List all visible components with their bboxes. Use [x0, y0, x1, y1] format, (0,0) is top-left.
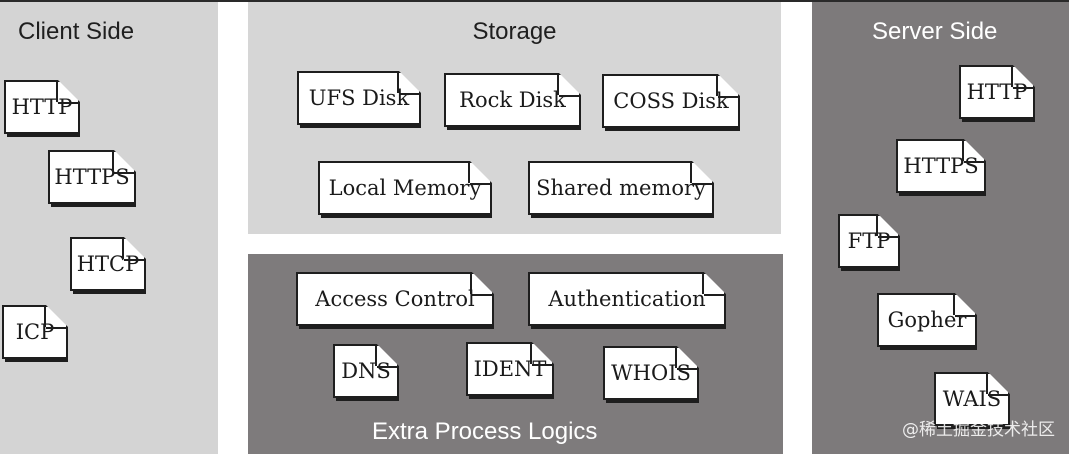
page-fold-icon	[557, 73, 559, 95]
page-fold-icon	[468, 161, 470, 183]
page-fold-icon	[716, 74, 718, 96]
client-side-panel: Client Side	[0, 2, 218, 454]
page-fold-icon	[702, 272, 704, 294]
page-fold-icon	[56, 80, 58, 102]
page-fold-icon	[675, 346, 677, 368]
storage-rock-disk-label: Rock Disk	[459, 88, 566, 112]
client-protocol-htcp-label: HTCP	[76, 252, 140, 276]
page-fold-icon	[690, 161, 692, 183]
server-protocol-gopher-document: Gopher	[877, 293, 977, 347]
top-border-line	[0, 0, 1069, 2]
extra-authentication-document: Authentication	[528, 272, 726, 326]
page-fold-icon	[122, 237, 124, 259]
storage-coss-disk-document: COSS Disk	[602, 74, 740, 128]
extra-process-logics-title: Extra Process Logics	[372, 418, 598, 445]
storage-shared-memory-document: Shared memory	[528, 161, 714, 215]
page-fold-icon	[530, 342, 532, 364]
server-protocol-http-label: HTTP	[966, 80, 1028, 104]
client-side-title: Client Side	[18, 18, 135, 45]
storage-ufs-disk-document: UFS Disk	[297, 71, 421, 125]
page-fold-icon	[986, 372, 988, 394]
client-protocol-https-document: HTTPS	[48, 150, 136, 204]
server-protocol-https-label: HTTPS	[903, 154, 979, 178]
page-fold-icon	[375, 344, 377, 366]
storage-title: Storage	[472, 18, 557, 45]
extra-ident-document: IDENT	[466, 342, 554, 396]
client-protocol-https-label: HTTPS	[54, 165, 130, 189]
page-fold-icon	[876, 214, 878, 236]
server-side-title: Server Side	[872, 18, 998, 45]
extra-access-control-document: Access Control	[296, 272, 494, 326]
storage-ufs-disk-label: UFS Disk	[308, 86, 410, 110]
page-fold-icon	[1011, 65, 1013, 87]
client-protocol-http-label: HTTP	[11, 95, 73, 119]
page-fold-icon	[953, 293, 955, 315]
extra-access-control-label: Access Control	[315, 287, 475, 311]
watermark-text: @稀土掘金技术社区	[902, 420, 1055, 440]
server-protocol-ftp-label: FTP	[847, 229, 891, 253]
extra-ident-label: IDENT	[473, 357, 547, 381]
extra-whois-label: WHOIS	[611, 361, 691, 385]
storage-rock-disk-document: Rock Disk	[444, 73, 581, 127]
server-protocol-ftp-document: FTP	[838, 214, 900, 268]
page-fold-icon	[470, 272, 472, 294]
server-protocol-wais-label: WAIS	[942, 387, 1002, 411]
storage-coss-disk-label: COSS Disk	[613, 89, 729, 113]
extra-whois-document: WHOIS	[603, 346, 699, 400]
server-protocol-https-document: HTTPS	[896, 139, 986, 193]
extra-authentication-label: Authentication	[548, 287, 706, 311]
page-fold-icon	[397, 71, 399, 93]
storage-local-memory-label: Local Memory	[328, 176, 482, 200]
extra-dns-label: DNS	[341, 359, 391, 383]
storage-shared-memory-label: Shared memory	[536, 176, 706, 200]
client-protocol-icp-label: ICP	[15, 320, 55, 344]
storage-local-memory-document: Local Memory	[318, 161, 492, 215]
page-fold-icon	[44, 305, 46, 327]
page-fold-icon	[112, 150, 114, 172]
page-fold-icon	[962, 139, 964, 161]
